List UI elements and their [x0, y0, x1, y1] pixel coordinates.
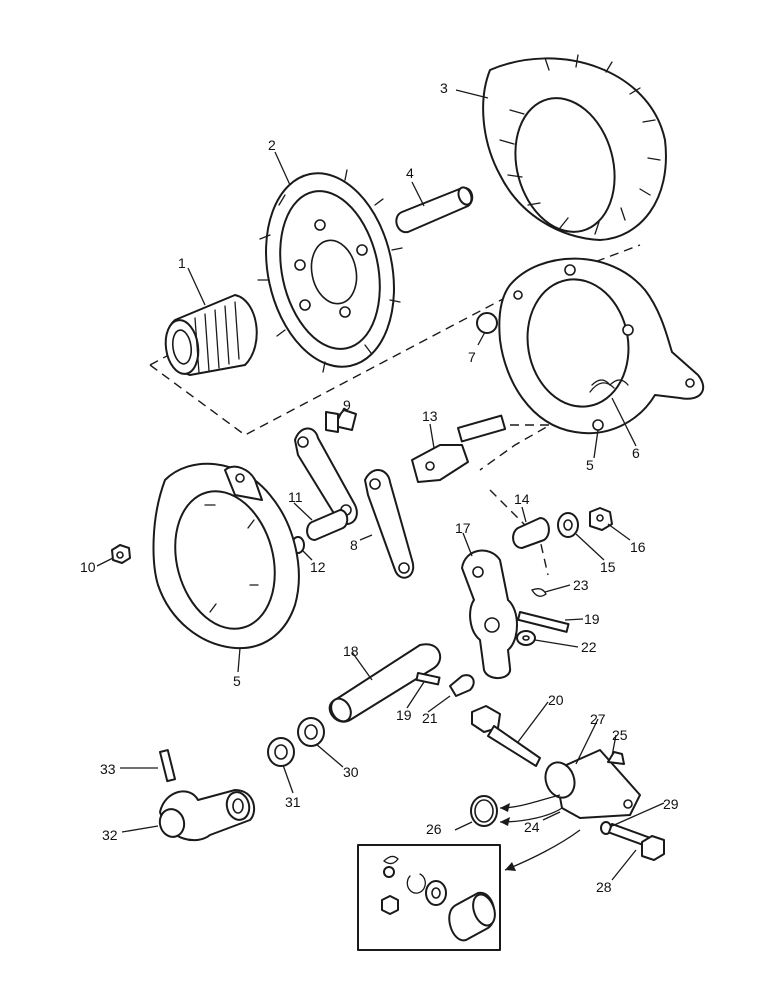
valve-body-24 — [544, 749, 641, 819]
callout-28: 28 — [596, 879, 612, 895]
callout-15: 15 — [600, 559, 616, 575]
actuator-plate-upper — [498, 257, 705, 435]
friction-plate — [482, 54, 667, 241]
callout-31: 31 — [285, 794, 301, 810]
callout-21: 21 — [422, 710, 438, 726]
callout-23: 23 — [573, 577, 589, 593]
callout-1: 1 — [178, 255, 186, 271]
o-ring-26-inner — [474, 799, 494, 823]
callout-10: 10 — [80, 559, 96, 575]
callout-17: 17 — [455, 520, 471, 536]
callout-5-upper: 5 — [586, 457, 594, 473]
bolt-20 — [471, 705, 541, 767]
link-right-8 — [364, 469, 415, 579]
key-33 — [159, 749, 177, 783]
fitting-25 — [607, 751, 625, 765]
link-left-8 — [294, 427, 358, 525]
callout-14: 14 — [514, 491, 530, 507]
pin-21 — [449, 674, 475, 697]
callout-11: 11 — [288, 489, 303, 505]
bolt-28 — [607, 822, 665, 861]
pin-14 — [512, 517, 550, 549]
seal-30-hole — [304, 724, 318, 740]
clip-23 — [531, 588, 547, 597]
nut-10 — [111, 544, 131, 564]
callout-19-left: 19 — [396, 707, 412, 723]
seal-31-hole — [274, 744, 288, 760]
callout-22: 22 — [581, 639, 597, 655]
lever-arm-32 — [158, 789, 256, 842]
callout-26: 26 — [426, 821, 442, 837]
callout-labels: 1 2 3 4 5 6 7 8 9 10 11 12 13 14 15 16 1… — [80, 80, 679, 895]
callout-4: 4 — [406, 165, 414, 181]
ball-7 — [476, 312, 498, 334]
callout-6: 6 — [632, 445, 640, 461]
splined-hub — [164, 294, 258, 376]
assembly-boundary-upper — [149, 244, 641, 436]
callout-30: 30 — [343, 764, 359, 780]
lever-17 — [461, 549, 518, 679]
callout-33: 33 — [100, 761, 116, 777]
pin-11 — [306, 509, 349, 541]
arrowhead-2 — [500, 817, 510, 826]
clevis-rod-13 — [411, 414, 507, 483]
arrowhead-1 — [500, 803, 510, 812]
shaft-18 — [328, 643, 442, 723]
assembly-boundary-right — [479, 424, 553, 471]
callout-19-right: 19 — [584, 611, 600, 627]
callout-16: 16 — [630, 539, 646, 555]
pin-19-right — [517, 611, 570, 633]
callout-13: 13 — [422, 408, 438, 424]
pin-19-left — [415, 672, 441, 686]
callout-27: 27 — [590, 711, 606, 727]
callout-24: 24 — [524, 819, 540, 835]
nut-16 — [589, 507, 613, 531]
callout-3: 3 — [440, 80, 448, 96]
callout-12: 12 — [310, 559, 326, 575]
callout-9: 9 — [343, 397, 351, 413]
arrowhead-3 — [505, 862, 516, 871]
friction-disc — [257, 169, 403, 373]
washer-15-hole — [563, 519, 573, 531]
leader-lines — [96, 89, 665, 881]
backing-plate-lower — [152, 462, 300, 650]
callout-25: 25 — [612, 727, 628, 743]
callout-20: 20 — [548, 692, 564, 708]
pin-4 — [395, 186, 474, 234]
callout-32: 32 — [102, 827, 118, 843]
callout-29: 29 — [663, 796, 679, 812]
assembly-boundary-lower — [489, 489, 549, 576]
callout-2: 2 — [268, 137, 276, 153]
callout-7: 7 — [468, 349, 476, 365]
seal-kit-inset — [357, 844, 501, 951]
bolt-9 — [325, 409, 357, 433]
callout-5-lower: 5 — [233, 673, 241, 689]
arrow-to-inset — [504, 829, 581, 871]
washer-22-hole — [522, 635, 530, 641]
callout-18: 18 — [343, 643, 359, 659]
callout-8: 8 — [350, 537, 358, 553]
